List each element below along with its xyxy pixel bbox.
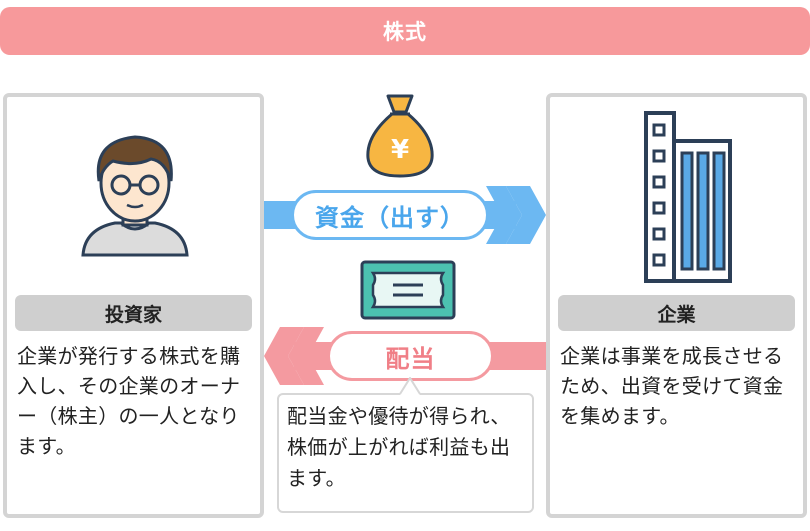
funds-pill: 資金（出す）	[291, 190, 489, 240]
investor-label: 投資家	[15, 295, 252, 331]
dividend-note-text: 配当金や優待が得られ、株価が上がれば利益も出ます。	[287, 404, 511, 490]
person-with-glasses-icon	[81, 135, 189, 257]
investor-card: 投資家 企業が発行する株式を購入し、その企業のオーナー（株主）の一人となります。	[3, 93, 264, 518]
funds-label: 資金（出す）	[315, 203, 465, 232]
note-pointer	[399, 377, 421, 395]
page-title: 株式	[383, 20, 427, 44]
company-card: 企業 企業は事業を成長させるため、出資を受けて資金を集めます。	[546, 93, 807, 518]
investor-description: 企業が発行する株式を購入し、その企業のオーナー（株主）の一人となります。	[17, 344, 241, 458]
stock-certificate-icon	[360, 260, 456, 320]
dividend-label: 配当	[385, 344, 436, 373]
office-building-icon	[644, 111, 732, 283]
dividend-pill: 配当	[327, 331, 494, 381]
company-label: 企業	[558, 295, 795, 331]
dividend-note: 配当金や優待が得られ、株価が上がれば利益も出ます。	[277, 393, 534, 513]
money-bag-yen-icon: ¥	[366, 94, 434, 178]
company-description: 企業は事業を成長させるため、出資を受けて資金を集めます。	[560, 344, 784, 428]
yen-symbol: ¥	[391, 135, 409, 165]
title-bar: 株式	[0, 7, 810, 55]
